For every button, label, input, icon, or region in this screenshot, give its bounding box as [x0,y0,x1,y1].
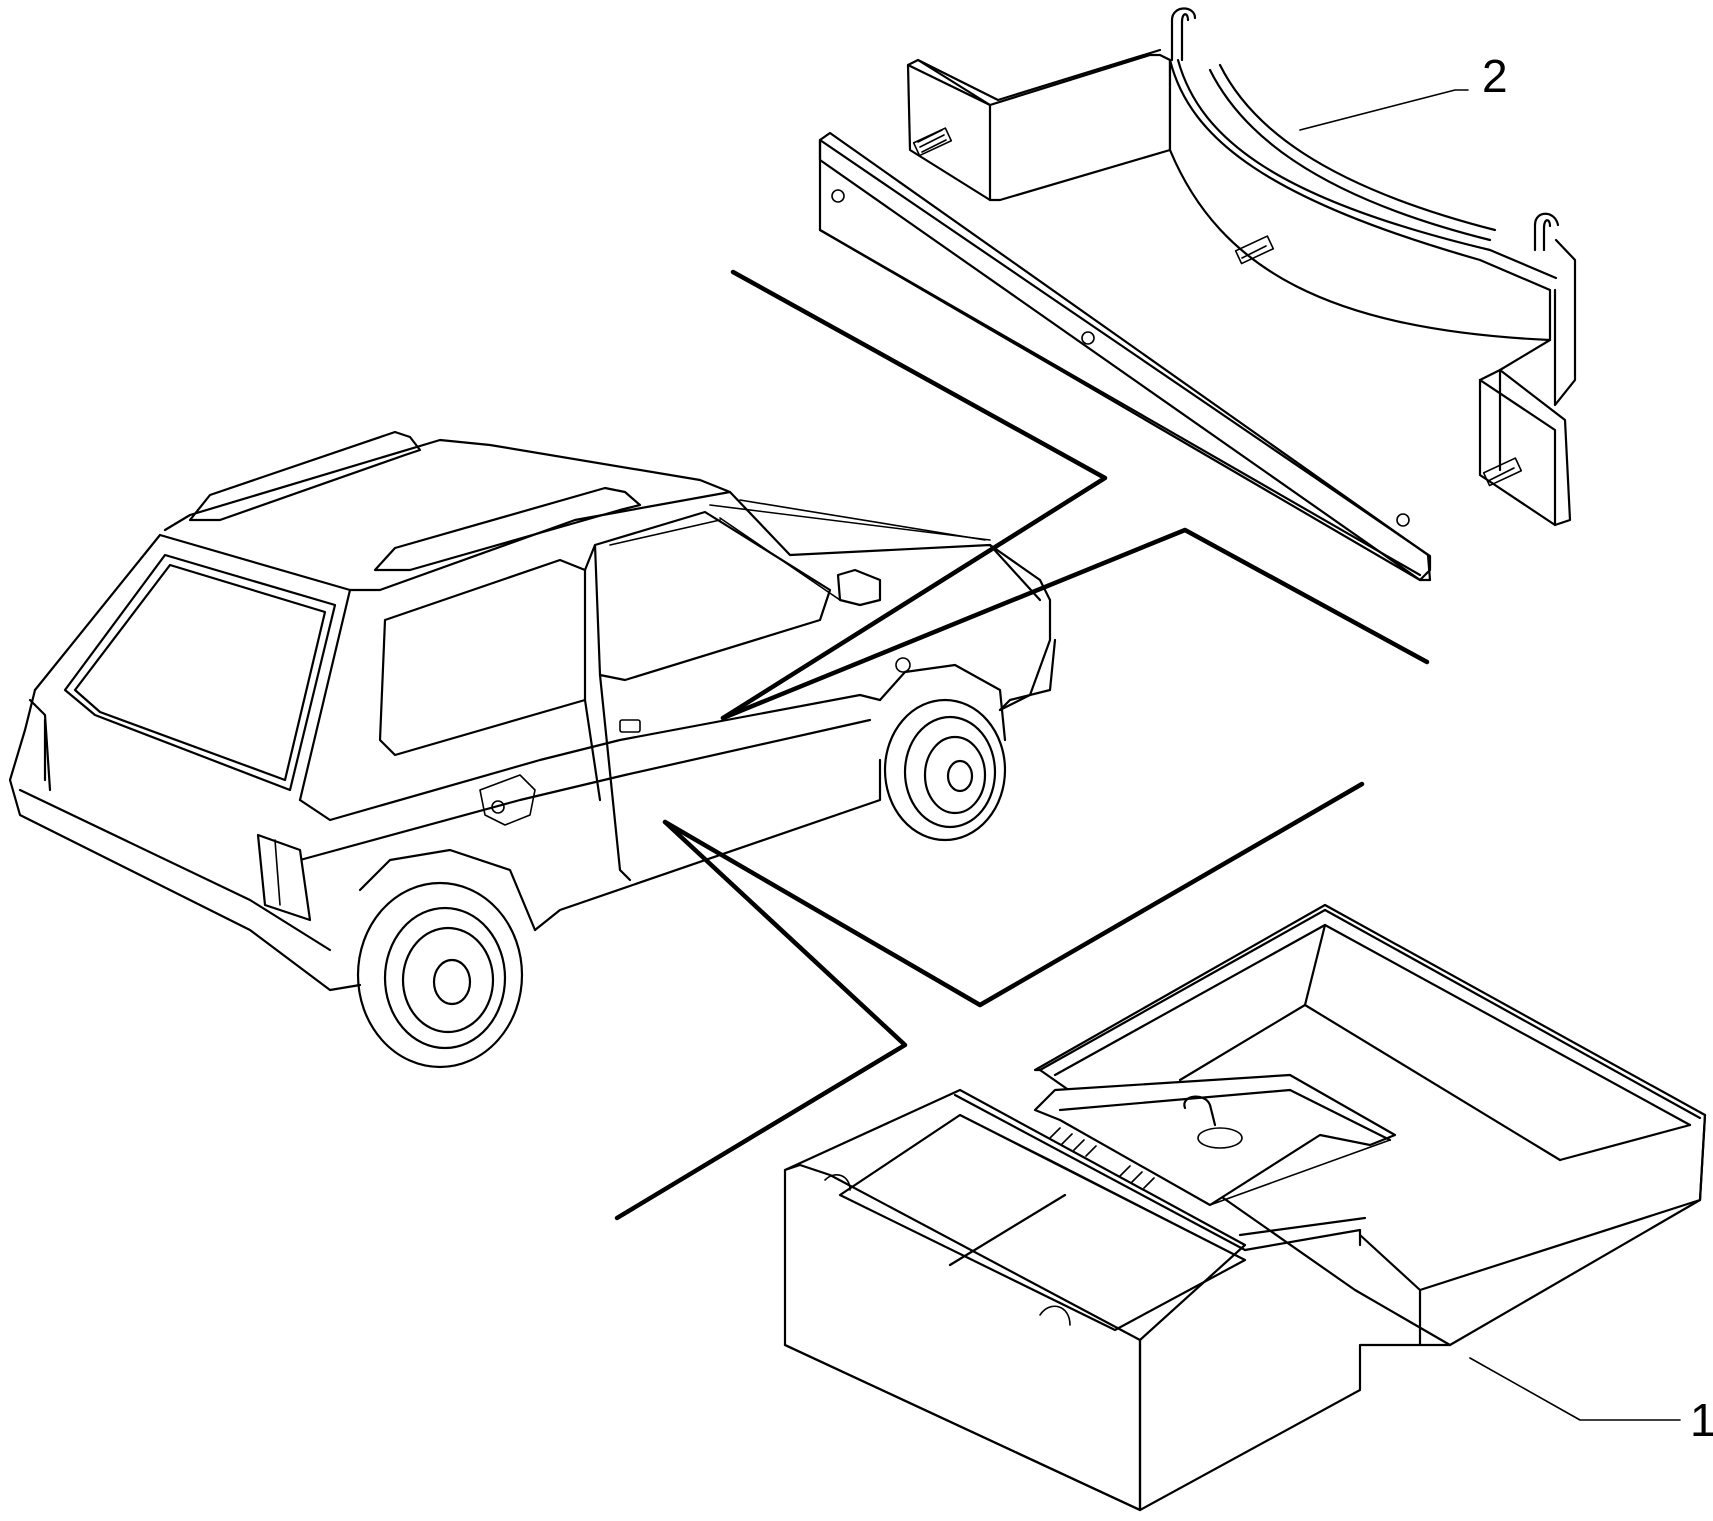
callout-2-label: 2 [1482,50,1508,102]
stud-bolt-icon [1234,235,1275,265]
callout-1-label: 1 [1690,1394,1713,1446]
bracket-assembly-part-2 [818,7,1577,582]
tray-box-part-1 [783,903,1707,1512]
car-illustration [8,430,1057,1069]
stud-bolt-icon [1482,457,1523,487]
stud-bolt-icon [912,127,953,157]
leader-lines [614,89,1681,1421]
